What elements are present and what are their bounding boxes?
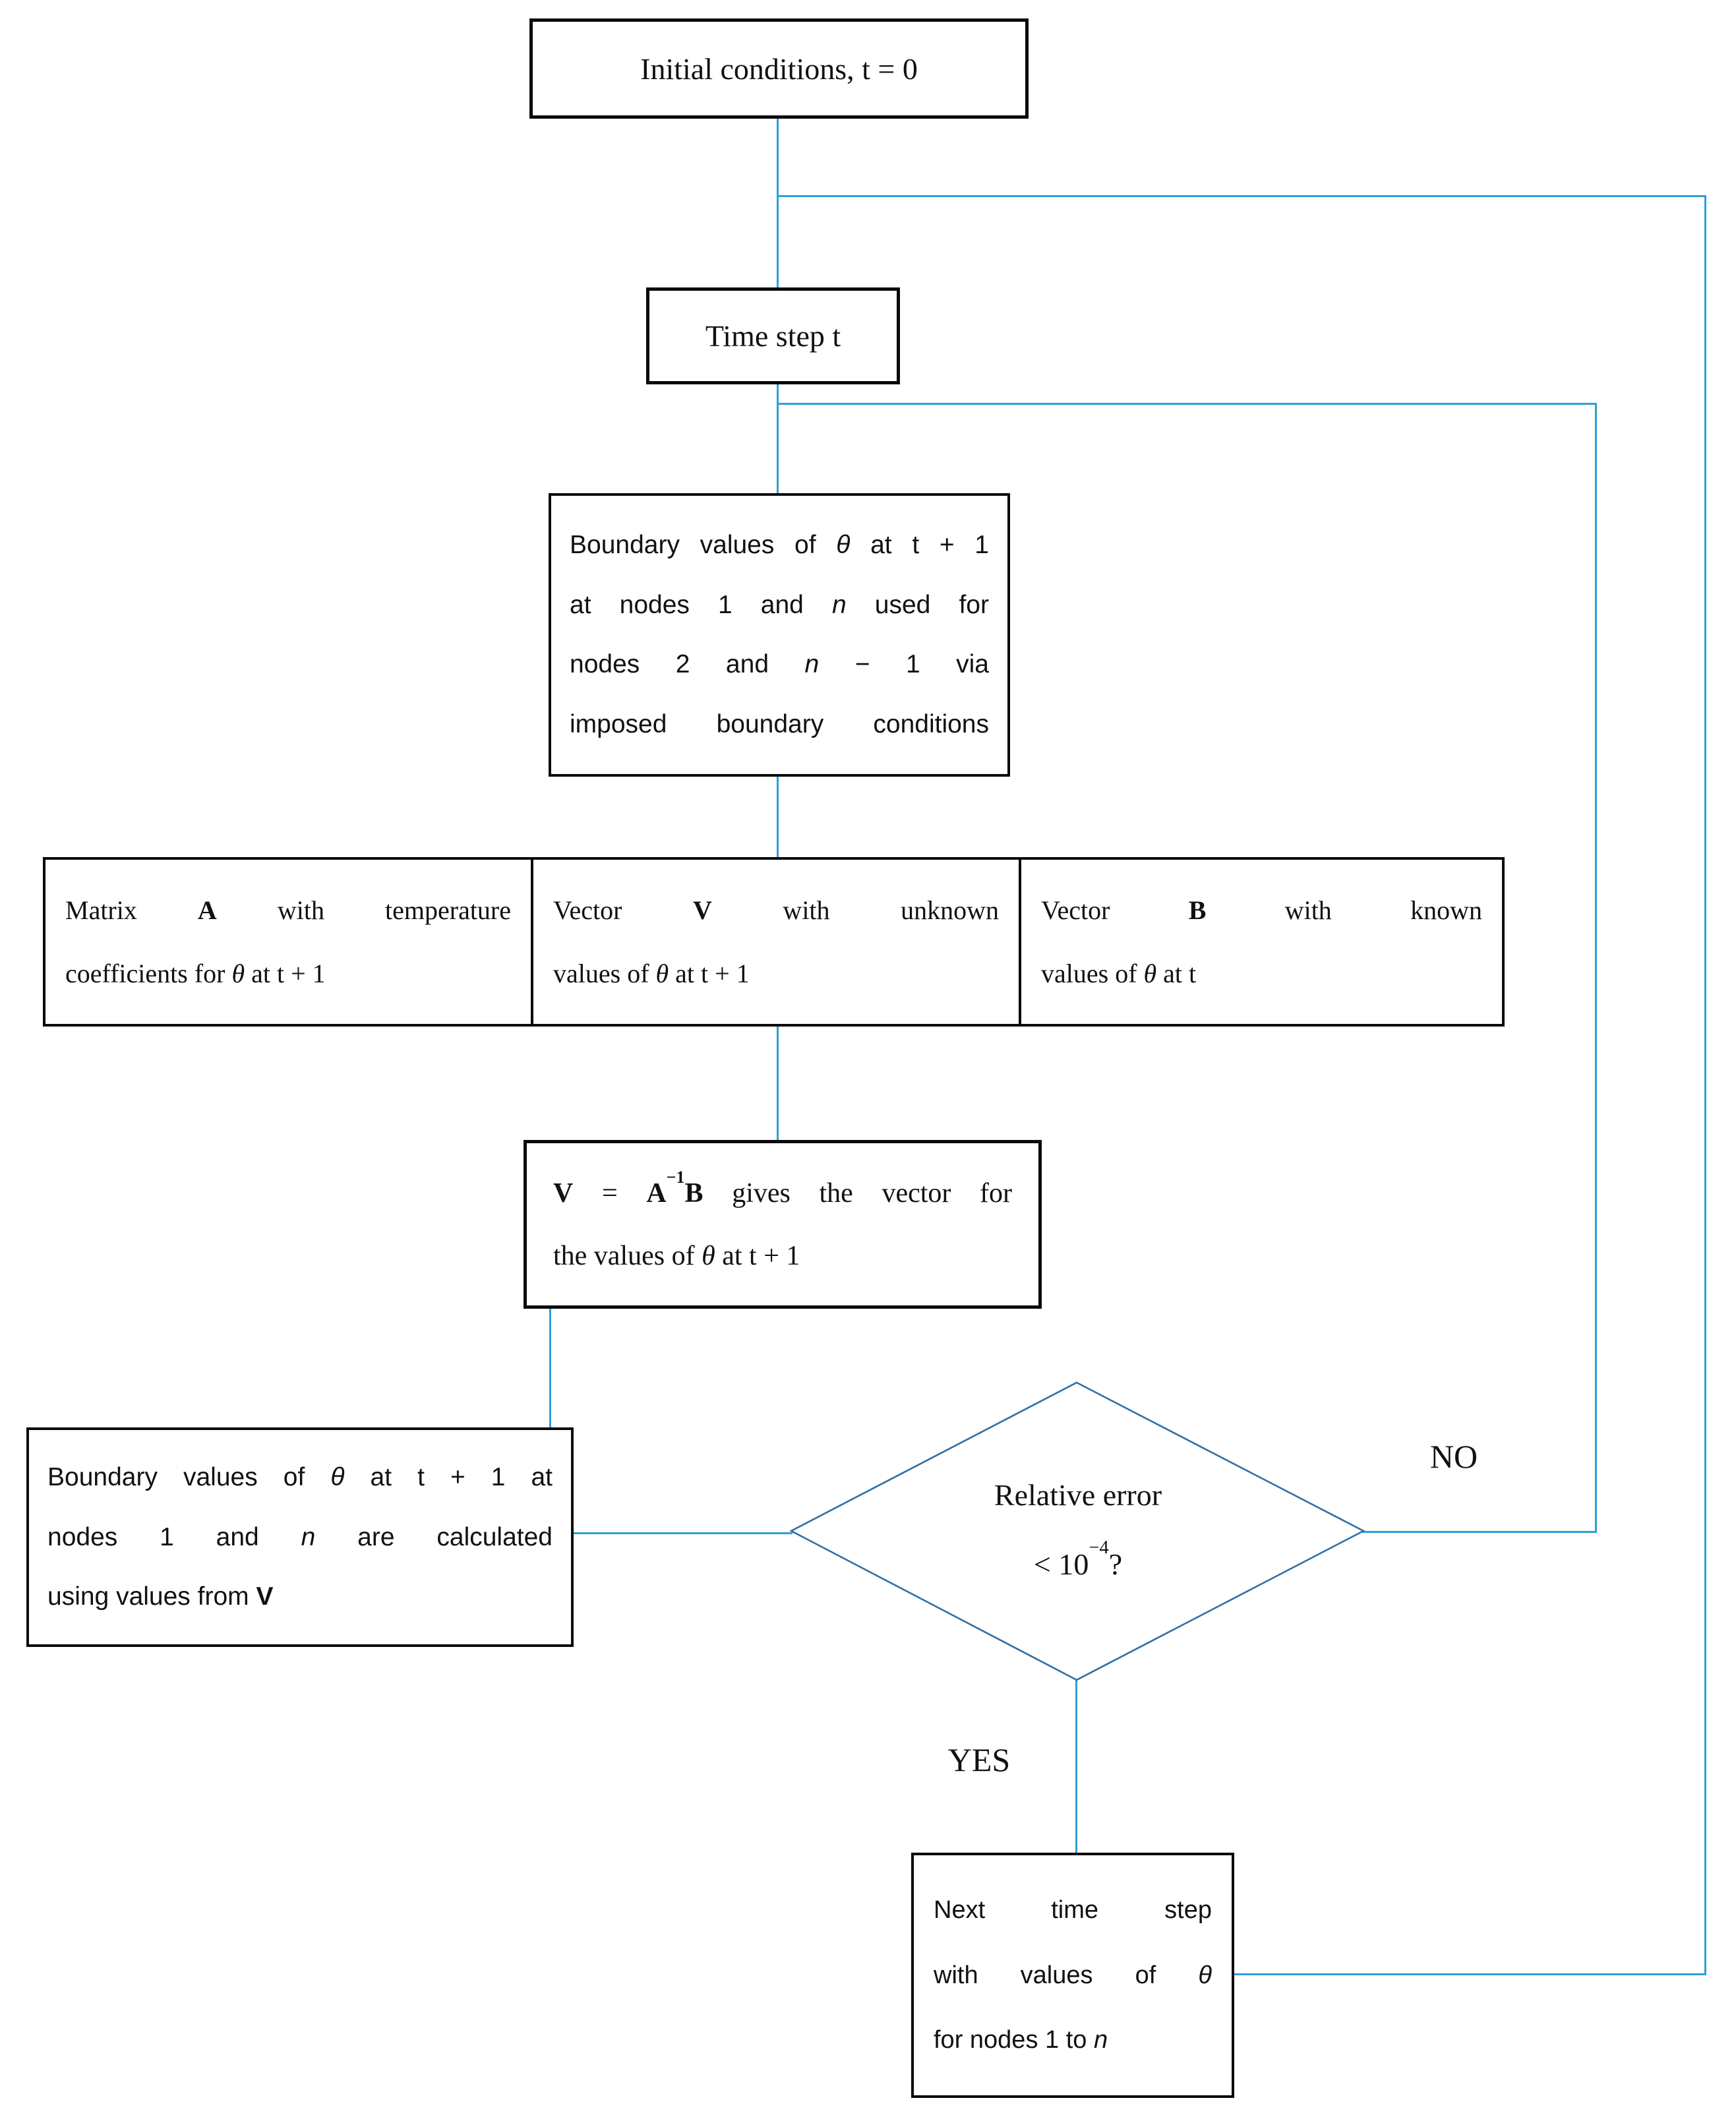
initial-conditions-text: Initial conditions, t = 0 [640,51,918,86]
vector-b-box: Vector B with known values of θ at t [1019,857,1505,1027]
connector-formula-to-calc [549,1307,551,1430]
boundary-calculated-box: Boundary values of θ at t + 1 at nodes 1… [26,1427,574,1647]
matrix-a-line2: coefficients for θ at t + 1 [65,959,326,988]
matrix-a-line1: Matrix A with temperature [65,895,512,925]
boundary-imposed-line2: at nodes 1 and n used for [570,590,989,619]
next-time-step-line2: with values of θ [934,1961,1212,1989]
boundary-imposed-box: Boundary values of θ at t + 1 at nodes 1… [549,493,1010,777]
matrix-a-box: Matrix A with temperature coefficients f… [43,857,533,1027]
connector-initial-to-timestep [777,117,779,289]
decision-text-line2: < 10−4? [1033,1537,1123,1581]
relative-error-decision: Relative error < 10−4? [877,1444,1279,1615]
connector-timestep-to-boundary [777,383,779,495]
connector-yes-to-nextstep [1075,1679,1077,1855]
no-branch-label: NO [1429,1438,1478,1475]
connector-row-to-formula [777,1025,779,1143]
connector-no-loop-top [777,403,1597,405]
decision-diamond-shape [789,1381,1365,1681]
connector-no-loop-right [1595,403,1597,1533]
vector-v-box: Vector V with unknown values of θ at t +… [531,857,1021,1027]
vector-b-line1: Vector B with known [1041,895,1482,925]
boundary-imposed-line3: nodes 2 and n − 1 via [570,650,989,679]
boundary-calculated-line2: nodes 1 and n are calculated [47,1522,553,1551]
vector-b-line2: values of θ at t [1041,959,1197,988]
vector-v-line2: values of θ at t + 1 [553,959,750,988]
connector-nextstep-to-outer-loop [1232,1973,1706,1975]
time-step-text: Time step t [705,319,841,353]
yes-branch-label: YES [947,1741,1011,1778]
time-step-box: Time step t [646,287,900,384]
connector-calc-to-diamond [572,1532,793,1534]
solve-formula-box: V = A−1B gives the vector for the values… [524,1140,1042,1309]
next-time-step-line1: Next time step [934,1896,1212,1924]
boundary-imposed-line1: Boundary values of θ at t + 1 [570,530,989,559]
connector-diamond-to-no-loop [1362,1531,1597,1533]
next-time-step-line3: for nodes 1 to n [934,2026,1108,2054]
connector-outer-loop-top [777,195,1706,197]
solve-formula-line2: the values of θ at t + 1 [553,1241,800,1271]
connector-outer-loop-right [1704,195,1706,1975]
boundary-calculated-line3: using values from V [47,1582,274,1611]
next-time-step-box: Next time step with values of θ for node… [911,1853,1234,2098]
boundary-calculated-line1: Boundary values of θ at t + 1 at [47,1463,553,1492]
decision-text-line1: Relative error [994,1478,1162,1512]
initial-conditions-box: Initial conditions, t = 0 [529,18,1029,119]
connector-boundary-to-row [777,775,779,860]
solve-formula-line1: V = A−1B gives the vector for [553,1167,1012,1209]
boundary-imposed-line4: imposed boundary conditions [570,710,989,739]
vector-v-line1: Vector V with unknown [553,895,999,925]
